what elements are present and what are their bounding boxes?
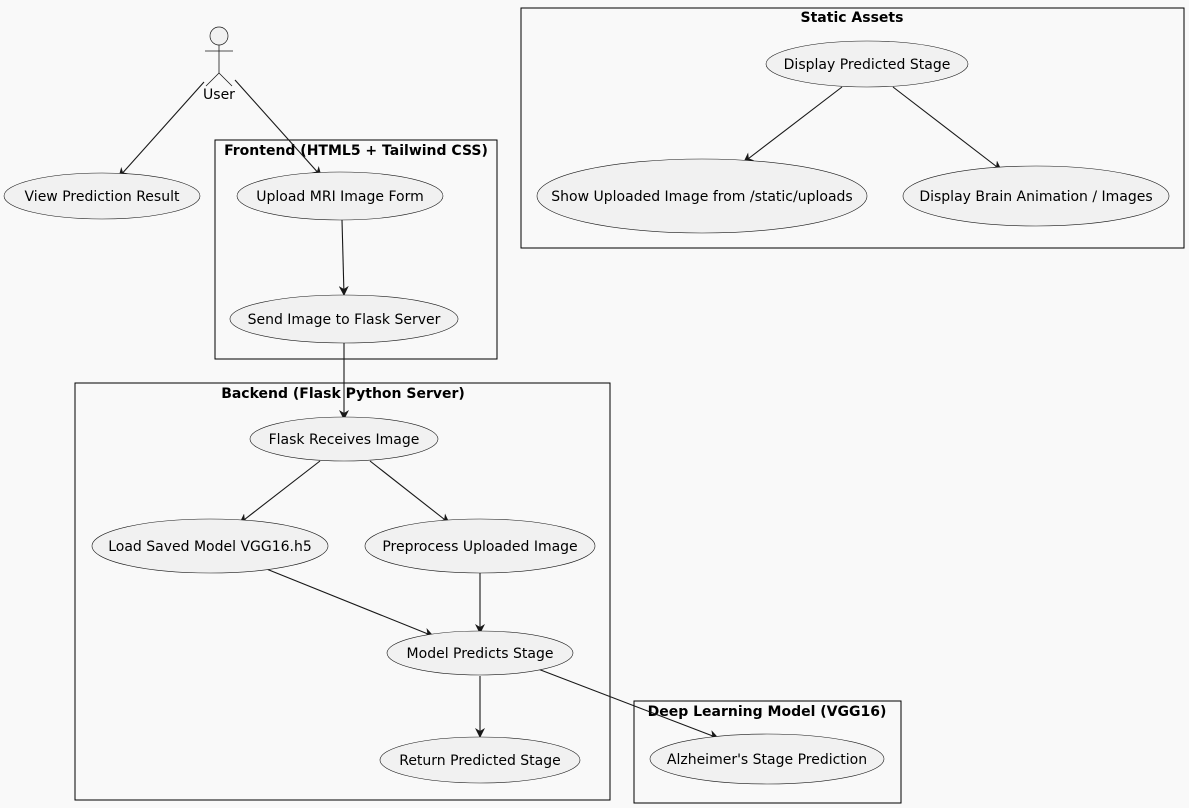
edge-load-model-to-predicts	[263, 567, 434, 638]
usecase-label: Alzheimer's Stage Prediction	[667, 752, 867, 768]
usecase-model-predicts-stage: Model Predicts Stage	[386, 630, 574, 676]
usecase-load-saved-model: Load Saved Model VGG16.h5	[91, 518, 329, 574]
usecase-alzheimers-stage-prediction: Alzheimer's Stage Prediction	[649, 733, 885, 785]
package-title-frontend: Frontend (HTML5 + Tailwind CSS)	[224, 143, 488, 159]
usecase-label: Show Uploaded Image from /static/uploads	[551, 189, 852, 205]
usecase-display-predicted-stage: Display Predicted Stage	[765, 40, 969, 88]
usecase-preprocess-uploaded-image: Preprocess Uploaded Image	[364, 518, 596, 574]
usecase-label: Flask Receives Image	[269, 432, 420, 448]
package-frontend: Frontend (HTML5 + Tailwind CSS)	[214, 139, 498, 360]
usecase-label: Display Predicted Stage	[784, 57, 951, 73]
usecase-display-brain-animation: Display Brain Animation / Images	[902, 165, 1170, 227]
usecase-upload-mri-image-form: Upload MRI Image Form	[236, 171, 444, 221]
usecase-label: Upload MRI Image Form	[256, 189, 423, 205]
edge-display-to-show-uploaded	[743, 86, 843, 163]
edge-flask-to-load-model	[239, 460, 321, 524]
package-backend: Backend (Flask Python Server)	[74, 382, 611, 801]
package-title-deep-learning-model: Deep Learning Model (VGG16)	[648, 704, 887, 720]
edge-predicts-to-alzheimer	[537, 668, 719, 740]
package-static-assets: Static Assets	[520, 7, 1185, 249]
usecase-show-uploaded-image: Show Uploaded Image from /static/uploads	[536, 158, 868, 234]
usecase-send-image-to-flask: Send Image to Flask Server	[229, 294, 459, 344]
edge-user-to-view-result	[118, 81, 205, 178]
actor-label: User	[203, 87, 235, 103]
relations	[118, 79, 1002, 740]
usecase-label: Load Saved Model VGG16.h5	[108, 539, 312, 555]
package-deep-learning-model: Deep Learning Model (VGG16)	[633, 700, 902, 804]
edge-display-to-brain-animation	[892, 86, 1002, 171]
package-title-static-assets: Static Assets	[801, 10, 904, 26]
usecase-label: Display Brain Animation / Images	[919, 189, 1152, 205]
usecase-label: Return Predicted Stage	[399, 753, 561, 769]
usecase-flask-receives-image: Flask Receives Image	[249, 416, 439, 462]
usecase-label: View Prediction Result	[25, 189, 180, 205]
edge-user-to-upload-form	[234, 79, 322, 177]
usecase-label: Preprocess Uploaded Image	[382, 539, 577, 555]
usecase-return-predicted-stage: Return Predicted Stage	[379, 736, 581, 784]
usecase-label: Send Image to Flask Server	[248, 312, 441, 328]
actor-user: User	[203, 26, 235, 103]
edge-upload-to-send	[338, 219, 349, 296]
edge-flask-to-preprocess	[369, 460, 450, 524]
actor-head	[209, 26, 229, 46]
usecase-label: Model Predicts Stage	[407, 646, 554, 662]
usecase-view-prediction-result: View Prediction Result	[3, 172, 201, 220]
package-title-backend: Backend (Flask Python Server)	[221, 386, 465, 402]
